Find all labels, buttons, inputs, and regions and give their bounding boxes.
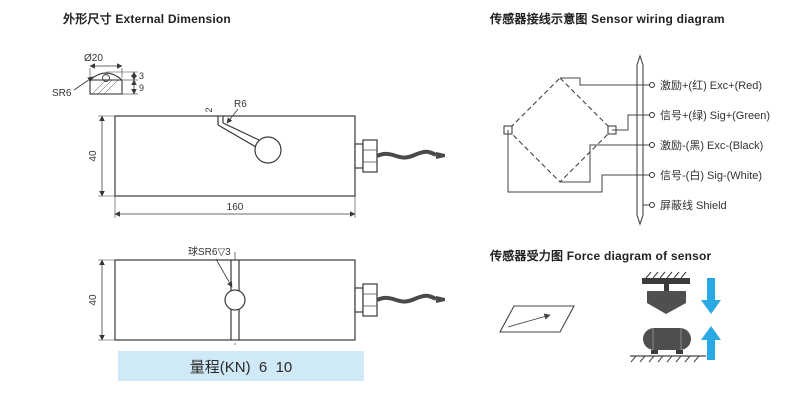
- force-down-arrow-icon: [701, 278, 721, 314]
- ball-seat-detail: [73, 63, 138, 95]
- wiring-diagram-title: 传感器接线示意图 Sensor wiring diagram: [490, 12, 725, 26]
- top-view: [98, 252, 445, 348]
- external-dimension-drawing: Ø20 SR6 3 9: [52, 53, 445, 348]
- range-label: 量程(KN) 6 10: [118, 351, 364, 381]
- bridge-circuit: [503, 77, 617, 183]
- dim-160: 160: [227, 202, 244, 213]
- dim-diameter-20: Ø20: [84, 53, 103, 64]
- sensor-plate-sketch: [499, 305, 575, 333]
- wires: [507, 77, 649, 206]
- external-dimension-title: 外形尺寸 External Dimension: [63, 12, 231, 26]
- wire-label-shield: 屏蔽线 Shield: [660, 198, 727, 212]
- dim-40-top: 40: [88, 294, 99, 306]
- dim-40-side: 40: [88, 150, 99, 162]
- force-up-arrow-icon: [701, 326, 721, 360]
- wiring-diagram: 激励+(红) Exc+(Red) 信号+(绿) Sig+(Green) 激励-(…: [503, 54, 770, 226]
- compression-illustration: [630, 328, 706, 363]
- wire-terminals: [649, 82, 655, 208]
- dim-3: 3: [139, 71, 144, 81]
- dim-2: 2: [204, 107, 214, 112]
- dim-9: 9: [139, 83, 144, 93]
- dim-r6: R6: [234, 99, 247, 110]
- wire-label-exc-minus: 激励-(黑) Exc-(Black): [660, 138, 763, 152]
- force-diagram-title: 传感器受力图 Force diagram of sensor: [490, 249, 712, 263]
- wire-label-sig-minus: 信号-(白) Sig-(White): [660, 168, 762, 182]
- side-view: [98, 108, 445, 218]
- wire-label-exc-plus: 激励+(红) Exc+(Red): [660, 78, 762, 92]
- dim-sr6: SR6: [52, 88, 72, 99]
- wire-label-sig-plus: 信号+(绿) Sig+(Green): [660, 108, 770, 122]
- dim-ball-sr6: 球SR6▽3: [188, 245, 231, 258]
- cable-bundle: [636, 54, 644, 226]
- tension-illustration: [642, 271, 690, 314]
- force-diagram: [499, 271, 721, 363]
